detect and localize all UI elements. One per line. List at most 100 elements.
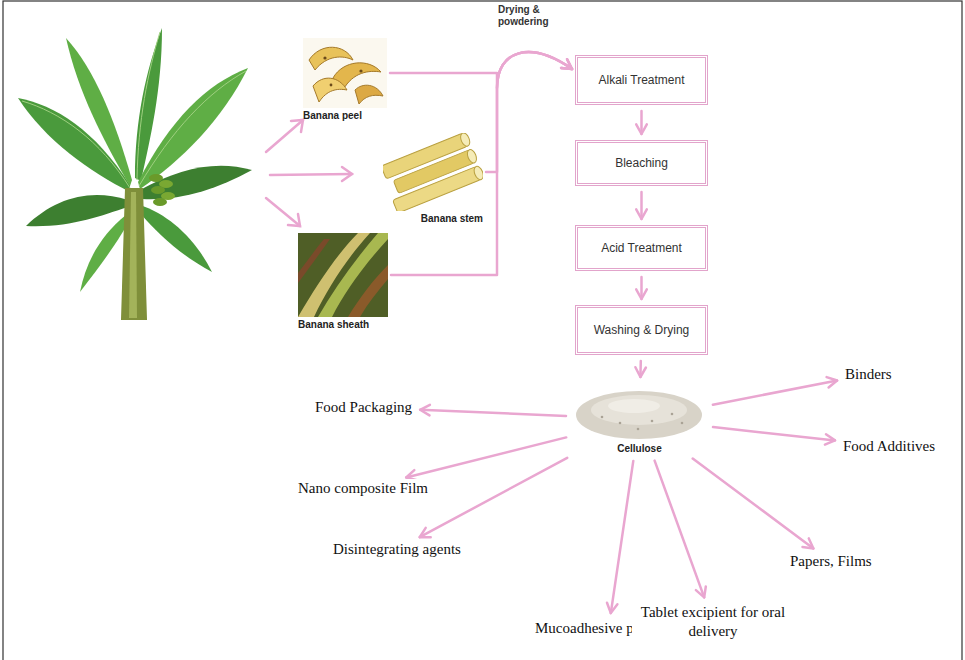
- flow-arrow: [406, 437, 566, 480]
- flow-arrow: [636, 277, 647, 299]
- frame: [3, 1, 962, 660]
- process-box: Acid Treatment: [575, 225, 708, 271]
- photo: [298, 233, 388, 317]
- flow-arrow: [655, 461, 706, 598]
- flow-arrow: [420, 405, 566, 416]
- flow-arrow: [693, 459, 814, 549]
- application-text: Tablet excipient for oral delivery: [632, 603, 794, 641]
- arrow-head: [291, 120, 303, 132]
- powder-top: [608, 399, 660, 413]
- arrow-head: [827, 377, 838, 387]
- arrow-head: [288, 214, 300, 226]
- midrib: [22, 101, 130, 188]
- banana: [149, 174, 163, 182]
- flow-arrow: [390, 52, 572, 88]
- photo-ground: [303, 38, 387, 108]
- sheath-strip: [348, 265, 388, 317]
- arrow-head: [561, 59, 572, 69]
- source-photo: Banana sheath: [298, 233, 388, 331]
- arrow-line: [420, 410, 566, 416]
- box-label: Bleaching: [615, 156, 668, 170]
- arrow-line: [655, 461, 705, 598]
- source-photo: Banana peel: [303, 38, 387, 122]
- arrow-head: [696, 587, 706, 598]
- leaf: [80, 215, 128, 292]
- source-photo: Banana stem: [383, 133, 483, 225]
- grain: [619, 422, 622, 425]
- sheath-strip: [318, 233, 388, 317]
- step-label: Drying & powdering: [498, 4, 568, 28]
- arrow-line: [270, 174, 352, 175]
- process-box: Washing & Drying: [575, 305, 708, 355]
- arrow-line: [713, 427, 835, 440]
- sheath-strip: [298, 239, 330, 283]
- flow-arrow: [636, 111, 647, 134]
- flow-arrow: [713, 377, 837, 405]
- photo-ground: [298, 233, 388, 317]
- flow-arrow: [635, 361, 646, 377]
- arrow-head: [825, 434, 835, 444]
- spot: [359, 69, 362, 72]
- flow-arrow: [420, 458, 568, 537]
- application-label: Disintegrating agents: [331, 540, 463, 559]
- stem-end: [466, 148, 479, 164]
- arrow-head: [420, 405, 430, 416]
- application-text: Nano composite Film: [296, 479, 430, 498]
- arrow-line: [693, 459, 814, 549]
- flow-arrow: [636, 192, 647, 219]
- arrow-line: [266, 198, 300, 226]
- application-label: Food Additives: [841, 437, 937, 456]
- photo: [303, 38, 387, 108]
- spot: [330, 84, 333, 87]
- midrib: [139, 71, 246, 186]
- box-label: Acid Treatment: [601, 241, 682, 255]
- arrow-head: [420, 528, 431, 537]
- peel: [355, 85, 383, 104]
- grain: [637, 428, 640, 431]
- application-text: Disintegrating agents: [331, 540, 463, 559]
- arrow-head: [636, 124, 647, 134]
- arrow-head: [342, 167, 352, 181]
- leaf: [140, 205, 212, 272]
- leaf: [26, 195, 128, 226]
- banana-bunch: [149, 174, 175, 206]
- midrib: [137, 32, 160, 180]
- plant-arrows: [266, 120, 352, 226]
- arrow-head: [635, 367, 646, 377]
- box-label: Washing & Drying: [594, 323, 690, 337]
- photo-caption: Banana peel: [303, 110, 387, 122]
- arrow-head: [803, 538, 814, 548]
- banana: [151, 186, 165, 194]
- peel: [313, 78, 347, 102]
- process-box: Bleaching: [575, 140, 708, 186]
- flow-arrow: [607, 461, 633, 613]
- leaf: [140, 166, 252, 199]
- banana-plant: [18, 28, 252, 320]
- grain: [671, 413, 674, 416]
- application-text: Food Additives: [841, 437, 937, 456]
- box-label: Alkali Treatment: [598, 73, 684, 87]
- stem-end: [459, 133, 472, 148]
- photo: [383, 133, 483, 211]
- application-label: Binders: [843, 365, 894, 384]
- process-box: Alkali Treatment: [575, 55, 708, 105]
- banana: [153, 198, 167, 206]
- leaf: [66, 38, 132, 186]
- application-text: Papers, Films: [788, 552, 874, 571]
- flow-arrow: [713, 427, 835, 445]
- arrow-line: [390, 52, 572, 88]
- arrow-head: [636, 289, 647, 299]
- stem-end: [472, 165, 483, 181]
- arrow-line: [611, 461, 634, 613]
- grain: [651, 420, 654, 423]
- arrow-line: [266, 120, 303, 152]
- application-label: Nano composite Film: [296, 479, 430, 498]
- application-label: Papers, Films: [788, 552, 874, 571]
- trunk-stripe: [129, 192, 137, 318]
- arrow-line: [713, 381, 837, 405]
- application-label: Food Packaging: [313, 398, 414, 417]
- grain: [601, 416, 604, 419]
- trunk: [121, 188, 147, 320]
